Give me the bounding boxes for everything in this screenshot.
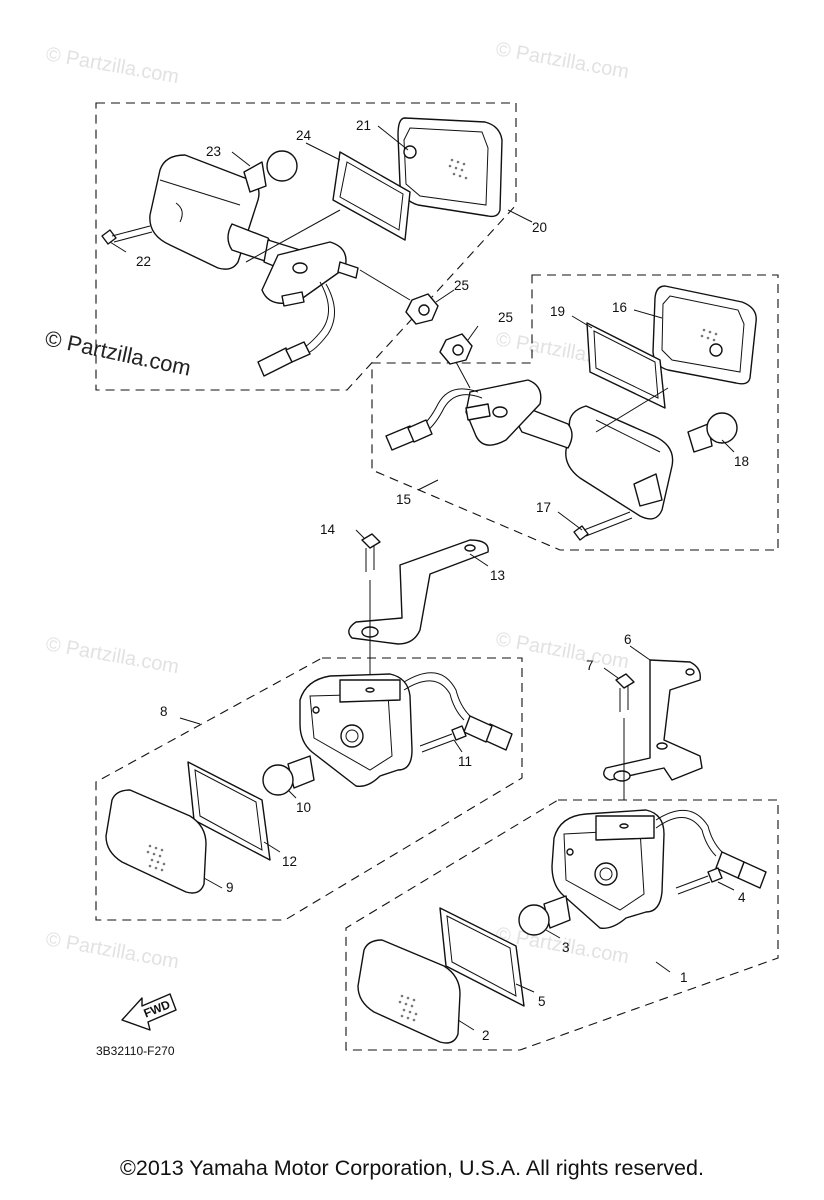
callout-4: 4 [738,890,746,905]
lens-texture [448,158,468,180]
callout-25b: 25 [498,310,513,325]
callout-7: 7 [586,658,594,673]
callout-24: 24 [296,128,312,143]
assembly-20-front-left-flasher [95,102,533,391]
assembly-1-rear-right-flasher [345,799,779,1051]
diagram-code: 3B32110-F270 [96,1044,175,1058]
lens-texture [146,844,166,872]
callout-3: 3 [562,940,570,955]
callout-numbers: 1 2 3 4 5 6 7 8 9 10 11 12 13 14 15 16 1… [136,118,749,1043]
assembly-8-rear-left-flasher [95,657,523,921]
callout-17: 17 [536,500,551,515]
watermark: © Partzilla.com [494,628,631,673]
callout-2: 2 [482,1028,490,1043]
callout-18: 18 [734,454,749,469]
callout-15: 15 [396,492,411,507]
callout-12: 12 [282,854,297,869]
watermark: © Partzilla.com [494,38,631,83]
copyright-notice: ©2013 Yamaha Motor Corporation, U.S.A. A… [120,1156,704,1180]
callout-6: 6 [624,632,632,647]
fwd-arrow-icon: FWD [121,993,177,1031]
watermark: © Partzilla.com [44,928,181,973]
callout-13: 13 [490,568,505,583]
assembly-15-front-right-flasher [371,274,779,551]
callout-25a: 25 [454,278,469,293]
callout-20: 20 [532,220,547,235]
watermark: © Partzilla.com [44,633,181,678]
callout-1: 1 [680,970,688,985]
watermark: © Partzilla.com [44,43,181,88]
lens-texture [700,328,718,342]
watermark-prominent: © Partzilla.com [43,325,193,380]
callout-11: 11 [458,754,472,769]
callout-5: 5 [538,994,546,1009]
callout-10: 10 [296,800,311,815]
callout-23: 23 [206,144,221,159]
callout-16: 16 [612,300,627,315]
callout-21: 21 [356,118,371,133]
callout-19: 19 [550,304,565,319]
callout-22: 22 [136,254,151,269]
bracket-6-assembly [603,645,703,800]
callout-8: 8 [160,704,168,719]
bracket-13-assembly [348,529,489,676]
lens-texture [398,994,418,1022]
callout-9: 9 [226,880,234,895]
callout-14: 14 [320,522,336,537]
